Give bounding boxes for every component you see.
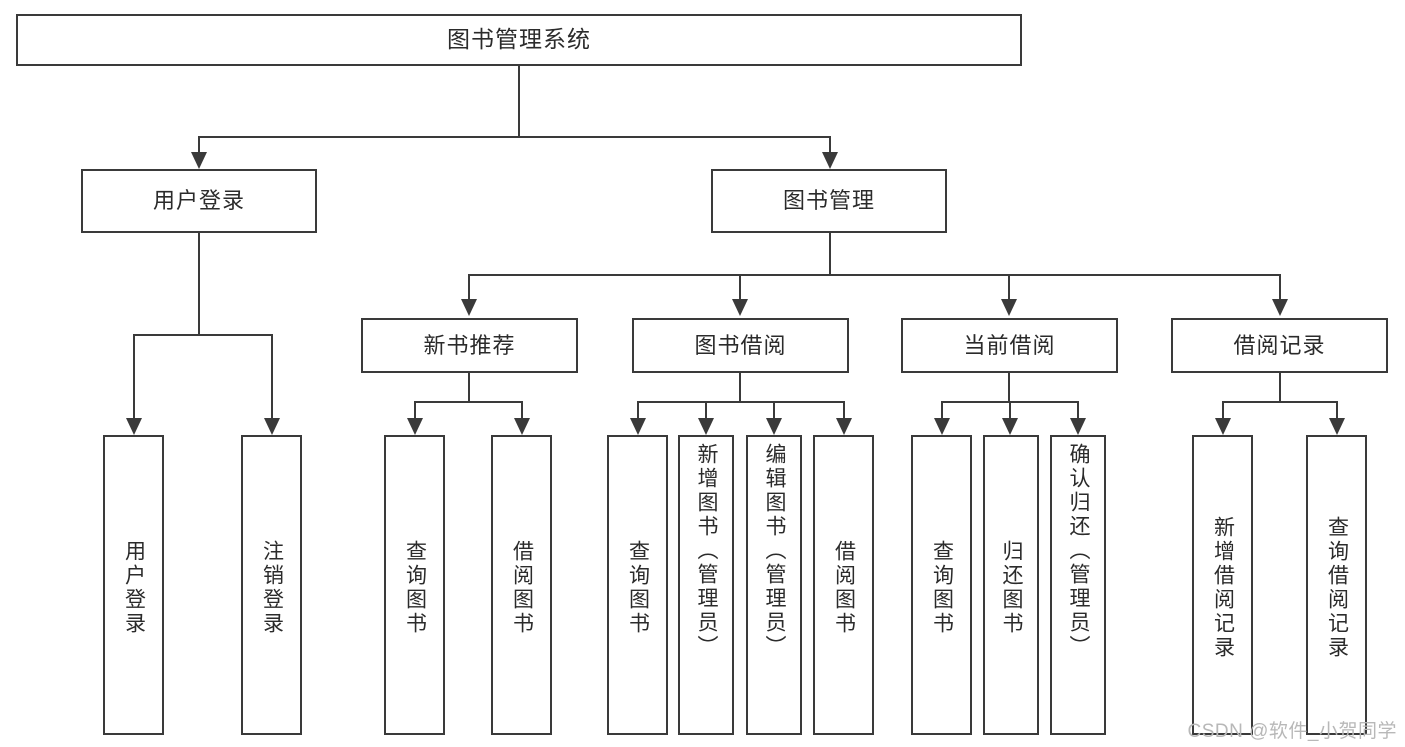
node-label: 查询图书 — [626, 540, 650, 636]
connector-borrow-record-bar — [1222, 401, 1337, 403]
arrow-bb-to-leaf-1 — [630, 418, 646, 435]
node-label: 借阅记录 — [1233, 332, 1326, 358]
leaf-borrow-record-add-record[interactable]: 新增借阅记录 — [1192, 435, 1253, 735]
connector-bb-to-leaf-1 — [637, 401, 639, 421]
node-label: 用户登录 — [152, 188, 245, 214]
connector-book-management-bar — [468, 274, 1281, 276]
arrow-root-to-user-login — [191, 152, 207, 169]
leaf-book-borrow-edit-book-admin[interactable]: 编辑图书（管理员） — [746, 435, 802, 735]
node-borrow-record[interactable]: 借阅记录 — [1171, 318, 1388, 373]
connector-root-to-user-login — [198, 136, 200, 154]
node-label: 新书推荐 — [423, 332, 516, 358]
node-root-book-management-system[interactable]: 图书管理系统 — [16, 14, 1022, 66]
leaf-user-login-login[interactable]: 用户登录 — [103, 435, 164, 735]
connector-nb-to-leaf-2 — [521, 401, 523, 421]
connector-bm-to-book-borrow — [739, 274, 741, 301]
connector-bm-to-current-borrow — [1008, 274, 1010, 301]
arrow-cb-to-leaf-3 — [1070, 418, 1086, 435]
node-label: 用户登录 — [122, 540, 146, 636]
arrow-root-to-book-management — [822, 152, 838, 169]
node-label: 查询借阅记录 — [1325, 516, 1349, 660]
node-label: 注销登录 — [260, 540, 284, 636]
node-label: 图书管理 — [782, 188, 875, 214]
node-label: 编辑图书（管理员） — [763, 443, 787, 659]
leaf-new-book-query-books[interactable]: 查询图书 — [384, 435, 445, 735]
node-book-borrow[interactable]: 图书借阅 — [632, 318, 849, 373]
connector-cb-to-leaf-3 — [1077, 401, 1079, 421]
connector-cb-to-leaf-1 — [941, 401, 943, 421]
connector-user-login-to-leaf-2 — [271, 334, 273, 420]
arrow-nb-to-leaf-2 — [514, 418, 530, 435]
connector-new-book-stem — [468, 373, 470, 402]
node-label: 查询图书 — [403, 540, 427, 636]
connector-user-login-to-leaf-1 — [133, 334, 135, 420]
arrow-bb-to-leaf-4 — [836, 418, 852, 435]
node-book-management[interactable]: 图书管理 — [711, 169, 947, 233]
connector-book-management-stem — [829, 233, 831, 275]
leaf-book-borrow-borrow-books[interactable]: 借阅图书 — [813, 435, 874, 735]
node-label: 新增图书（管理员） — [695, 443, 719, 659]
node-new-book-recommend[interactable]: 新书推荐 — [361, 318, 578, 373]
leaf-borrow-record-query-record[interactable]: 查询借阅记录 — [1306, 435, 1367, 735]
leaf-current-borrow-confirm-return-admin[interactable]: 确认归还（管理员） — [1050, 435, 1106, 735]
node-current-borrow[interactable]: 当前借阅 — [901, 318, 1118, 373]
leaf-book-borrow-query-books[interactable]: 查询图书 — [607, 435, 668, 735]
leaf-new-book-borrow-books[interactable]: 借阅图书 — [491, 435, 552, 735]
connector-bb-to-leaf-3 — [773, 401, 775, 421]
arrow-bm-to-book-borrow — [732, 299, 748, 316]
connector-borrow-record-stem — [1279, 373, 1281, 402]
arrow-bm-to-current-borrow — [1001, 299, 1017, 316]
node-label: 新增借阅记录 — [1211, 516, 1235, 660]
connector-book-borrow-bar — [637, 401, 845, 403]
arrow-nb-to-leaf-1 — [407, 418, 423, 435]
connector-br-to-leaf-1 — [1222, 401, 1224, 421]
arrow-bb-to-leaf-3 — [766, 418, 782, 435]
connector-bb-to-leaf-2 — [705, 401, 707, 421]
arrow-br-to-leaf-1 — [1215, 418, 1231, 435]
node-label: 借阅图书 — [510, 540, 534, 636]
connector-cb-to-leaf-2 — [1009, 401, 1011, 421]
arrow-user-login-to-leaf-1 — [126, 418, 142, 435]
connector-new-book-bar — [414, 401, 522, 403]
node-label: 图书借阅 — [694, 332, 787, 358]
node-label: 查询图书 — [930, 540, 954, 636]
arrow-cb-to-leaf-2 — [1002, 418, 1018, 435]
connector-bm-to-borrow-record — [1279, 274, 1281, 301]
node-label: 确认归还（管理员） — [1067, 443, 1091, 659]
leaf-current-borrow-return-books[interactable]: 归还图书 — [983, 435, 1039, 735]
node-label: 借阅图书 — [832, 540, 856, 636]
arrow-cb-to-leaf-1 — [934, 418, 950, 435]
leaf-user-login-logout[interactable]: 注销登录 — [241, 435, 302, 735]
watermark-text: CSDN @软件_小贺同学 — [1187, 721, 1397, 742]
connector-br-to-leaf-2 — [1336, 401, 1338, 421]
connector-bm-to-new-book — [468, 274, 470, 301]
connector-current-borrow-stem — [1008, 373, 1010, 402]
connector-book-borrow-stem — [739, 373, 741, 402]
connector-nb-to-leaf-1 — [414, 401, 416, 421]
connector-root-to-book-management — [829, 136, 831, 154]
connector-root-stem — [518, 66, 520, 137]
arrow-bm-to-borrow-record — [1272, 299, 1288, 316]
arrow-user-login-to-leaf-2 — [264, 418, 280, 435]
arrow-bm-to-new-book — [461, 299, 477, 316]
arrow-bb-to-leaf-2 — [698, 418, 714, 435]
node-label: 图书管理系统 — [447, 26, 591, 53]
node-label: 归还图书 — [1000, 540, 1024, 636]
node-label: 当前借阅 — [963, 332, 1056, 358]
arrow-br-to-leaf-2 — [1329, 418, 1345, 435]
connector-user-login-bar — [133, 334, 272, 336]
connector-user-login-stem — [198, 233, 200, 335]
node-user-login[interactable]: 用户登录 — [81, 169, 317, 233]
leaf-current-borrow-query-books[interactable]: 查询图书 — [911, 435, 972, 735]
connector-bb-to-leaf-4 — [843, 401, 845, 421]
connector-root-bar — [198, 136, 830, 138]
leaf-book-borrow-add-book-admin[interactable]: 新增图书（管理员） — [678, 435, 734, 735]
